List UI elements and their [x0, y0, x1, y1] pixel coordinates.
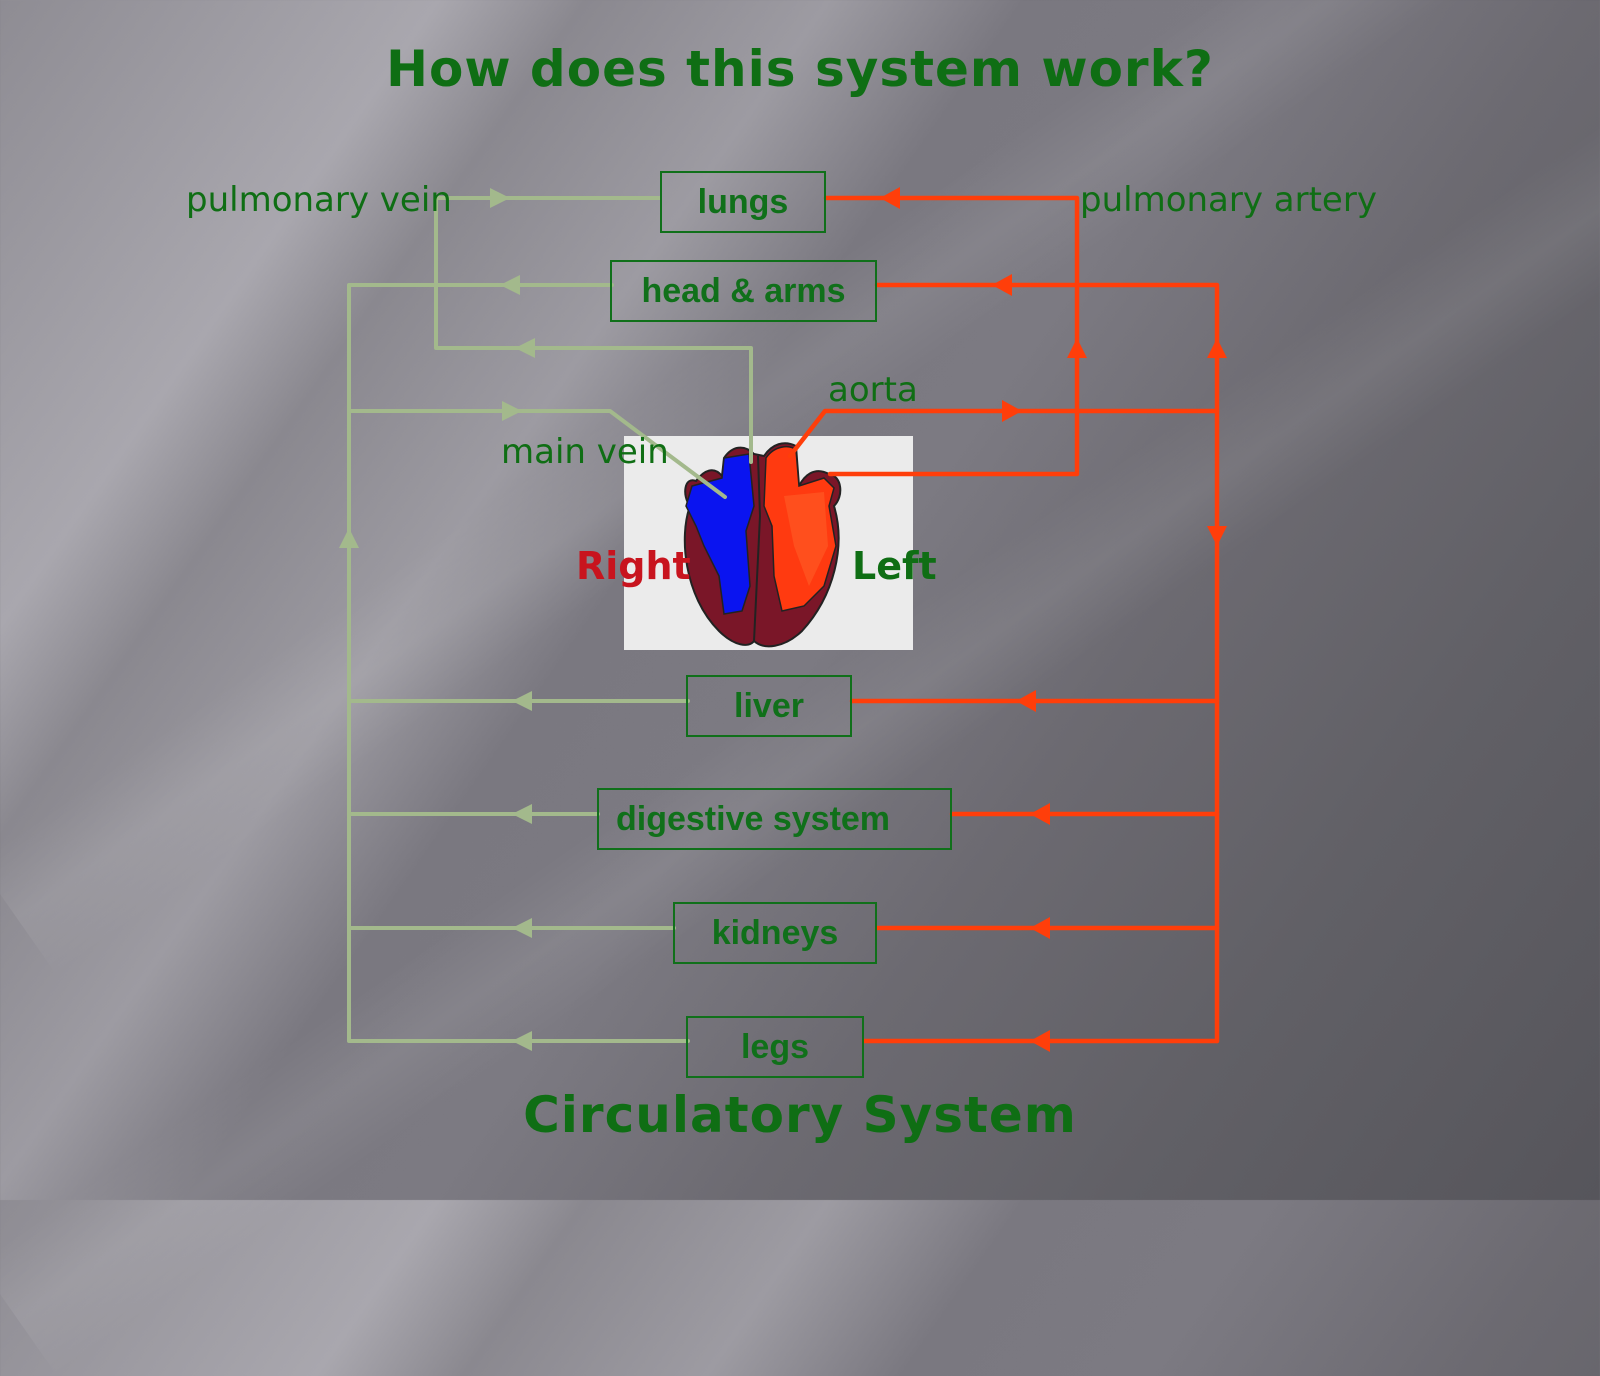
- vein-head-arms-line: [347, 283, 614, 1042]
- flow-arrow-icon: [992, 274, 1012, 296]
- pulmonary-artery-line: [823, 195, 1080, 477]
- pulmonary-vein-line: [434, 196, 753, 464]
- flow-arrow-icon: [490, 188, 510, 208]
- organ-box-head-arms: head & arms: [610, 260, 877, 322]
- aorta-line: [787, 408, 1220, 459]
- organ-box-liver: liver: [686, 675, 852, 737]
- organ-box-lungs: lungs: [660, 171, 826, 233]
- flow-arrow-icon: [512, 804, 532, 824]
- flow-arrow-icon: [1030, 803, 1050, 825]
- aorta-label: aorta: [828, 370, 918, 410]
- organ-box-legs: legs: [686, 1016, 864, 1078]
- flow-arrow-icon: [1030, 1030, 1050, 1052]
- flow-arrow-icon: [512, 1031, 532, 1051]
- heart-right-side-label: Right: [576, 544, 691, 588]
- main-vein-line: [347, 409, 727, 499]
- flow-arrow-icon: [1207, 338, 1227, 358]
- circulation-flow-diagram: [339, 187, 1227, 1052]
- flow-arrow-icon: [1067, 338, 1087, 358]
- pulmonary-artery-label: pulmonary artery: [1080, 180, 1377, 220]
- flow-arrow-icon: [1030, 917, 1050, 939]
- flow-arrow-icon: [500, 275, 520, 295]
- flow-arrow-icon: [339, 528, 359, 548]
- pulmonary-vein-label: pulmonary vein: [186, 180, 452, 220]
- artery-head-arms-line: [874, 282, 1220, 1044]
- slide-title: How does this system work?: [386, 40, 1214, 98]
- flow-arrow-icon: [880, 187, 900, 209]
- flow-arrow-icon: [1016, 690, 1036, 712]
- flow-arrow-icon: [515, 338, 535, 358]
- main-vein-label: main vein: [501, 432, 669, 472]
- flow-arrow-icon: [512, 691, 532, 711]
- flow-arrow-icon: [1002, 400, 1022, 422]
- diagram-caption: Circulatory System: [523, 1086, 1077, 1144]
- flow-arrow-icon: [512, 918, 532, 938]
- heart-image-panel: [624, 436, 913, 650]
- flow-arrow-icon: [1207, 526, 1227, 546]
- organ-box-digestive-system: digestive system: [597, 788, 952, 850]
- heart-left-side-label: Left: [852, 544, 937, 588]
- flow-arrow-icon: [502, 401, 522, 421]
- organ-box-kidneys: kidneys: [673, 902, 877, 964]
